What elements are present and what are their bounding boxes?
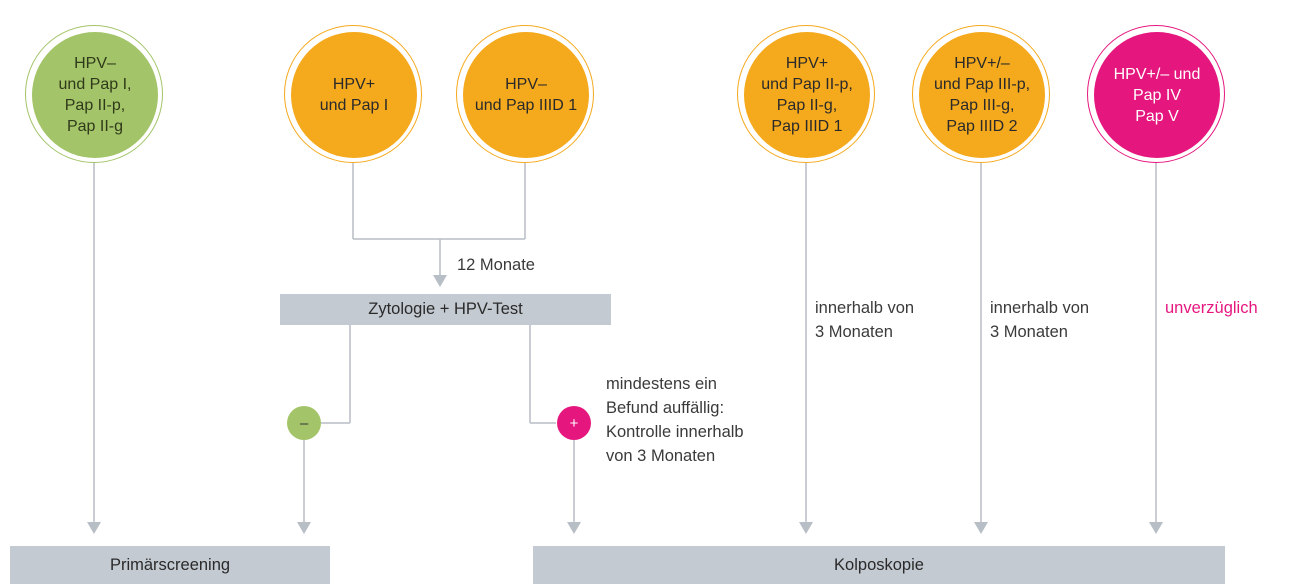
node-hpv-negative-pap-i: HPV–und Pap I,Pap II-p,Pap II-g (25, 25, 163, 163)
arrow-down-icon (567, 522, 581, 534)
interval-label-immediately: unverzüglich (1165, 299, 1258, 317)
outcome-box-colposcopy: Kolposkopie (533, 546, 1225, 584)
node-hpv-any-pap-iii: HPV+/–und Pap III-p,Pap III-g,Pap IIID 2 (912, 25, 1050, 163)
interval-label-12-months: 12 Monate (457, 256, 535, 274)
arrow-down-icon (799, 522, 813, 534)
interval-label-within-3-months: innerhalb von 3 Monaten (990, 299, 1090, 341)
interval-label-within-3-months: innerhalb von 3 Monaten (815, 299, 915, 341)
outcome-box-primary-screening: Primärscreening (10, 546, 330, 584)
positive-result-badge: + (557, 406, 591, 440)
arrow-down-icon (87, 522, 101, 534)
negative-result-badge: – (287, 406, 321, 440)
node-hpv-positive-pap-ii: HPV+und Pap II-p,Pap II-g,Pap IIID 1 (737, 25, 875, 163)
arrow-down-icon (1149, 522, 1163, 534)
node-hpv-positive-pap-i: HPV+und Pap I (284, 25, 422, 163)
arrow-down-icon (297, 522, 311, 534)
arrow-down-icon (974, 522, 988, 534)
arrow-down-icon (433, 275, 447, 287)
test-box-cytology-hpv: Zytologie + HPV-Test (280, 294, 611, 325)
node-hpv-negative-pap-iiid1: HPV–und Pap IIID 1 (456, 25, 594, 163)
positive-result-note: mindestens ein Befund auffällig: Kontrol… (606, 375, 744, 465)
